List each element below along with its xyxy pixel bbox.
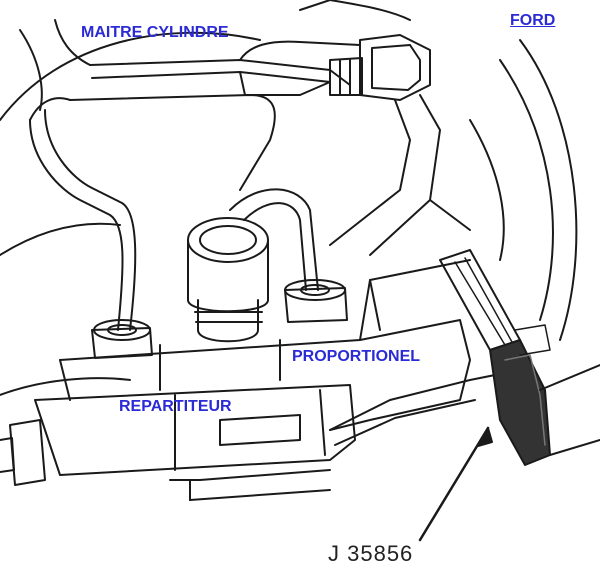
pointer-arrow [418, 426, 493, 542]
tube-nut-right [284, 279, 348, 323]
reservoir-fitting [187, 217, 269, 343]
distributor-label: REPARTITEUR [119, 398, 232, 415]
master-cylinder-label: MAITRE CYLINDRE [81, 24, 229, 41]
master-cylinder [89, 0, 431, 101]
valve-block [0, 259, 471, 486]
tool-number-label: J 35856 [328, 541, 414, 566]
brand-label: FORD [510, 12, 556, 29]
proportioner-label: PROPORTIONEL [292, 348, 421, 365]
brake-lines [29, 94, 521, 501]
mounting-bracket [329, 94, 471, 256]
tube-nut-left [91, 319, 153, 359]
tool-clip [439, 249, 551, 466]
wheel-well [469, 39, 600, 456]
